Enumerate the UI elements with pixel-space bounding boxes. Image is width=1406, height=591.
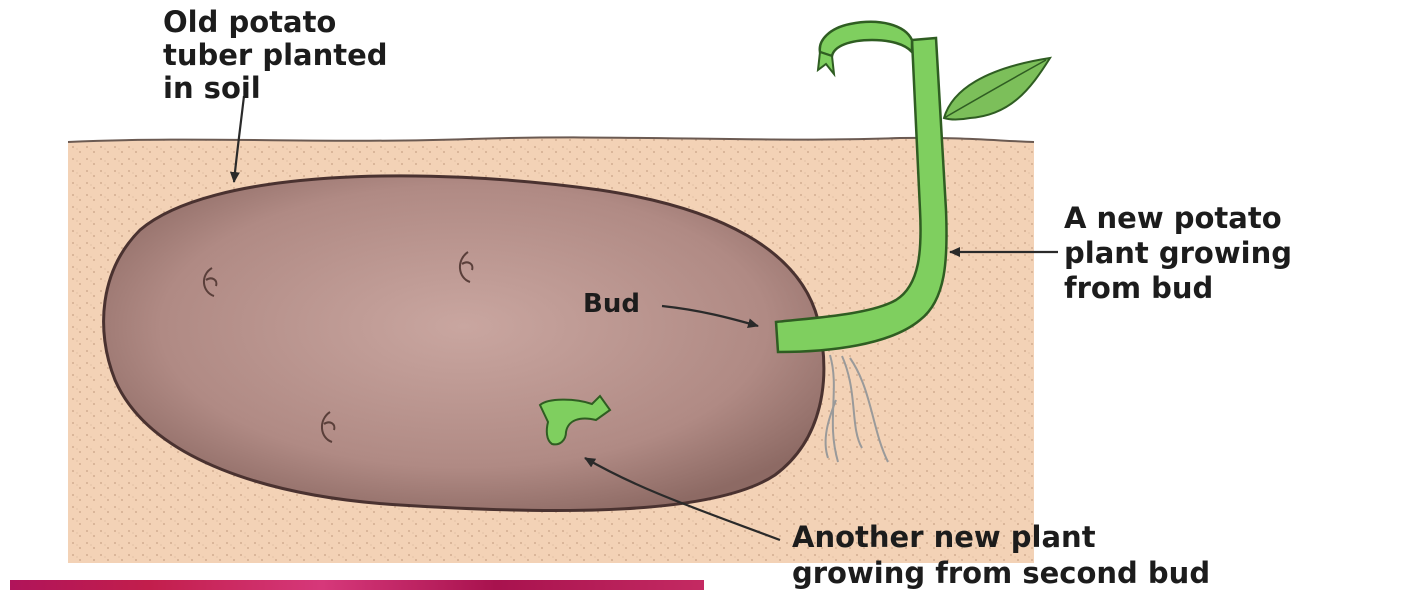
label-line: plant growing: [1064, 236, 1292, 271]
potato-tuber: [104, 176, 824, 511]
label-line: A new potato: [1064, 201, 1292, 236]
label-new-plant: A new potato plant growing from bud: [1064, 201, 1292, 306]
label-line: tuber planted: [163, 39, 388, 72]
label-line: from bud: [1064, 271, 1292, 306]
label-line: Old potato: [163, 6, 388, 39]
stem-hook: [820, 22, 912, 56]
bottom-image-strip: [10, 580, 704, 590]
stem-tip: [818, 52, 834, 74]
label-old-tuber: Old potato tuber planted in soil: [163, 6, 388, 105]
label-line: in soil: [163, 72, 388, 105]
label-line: Another new plant: [792, 519, 1210, 555]
label-bud: Bud: [583, 288, 640, 321]
label-another-plant: Another new plant growing from second bu…: [792, 519, 1210, 591]
label-line: growing from second bud: [792, 555, 1210, 591]
label-line: Bud: [583, 288, 640, 321]
